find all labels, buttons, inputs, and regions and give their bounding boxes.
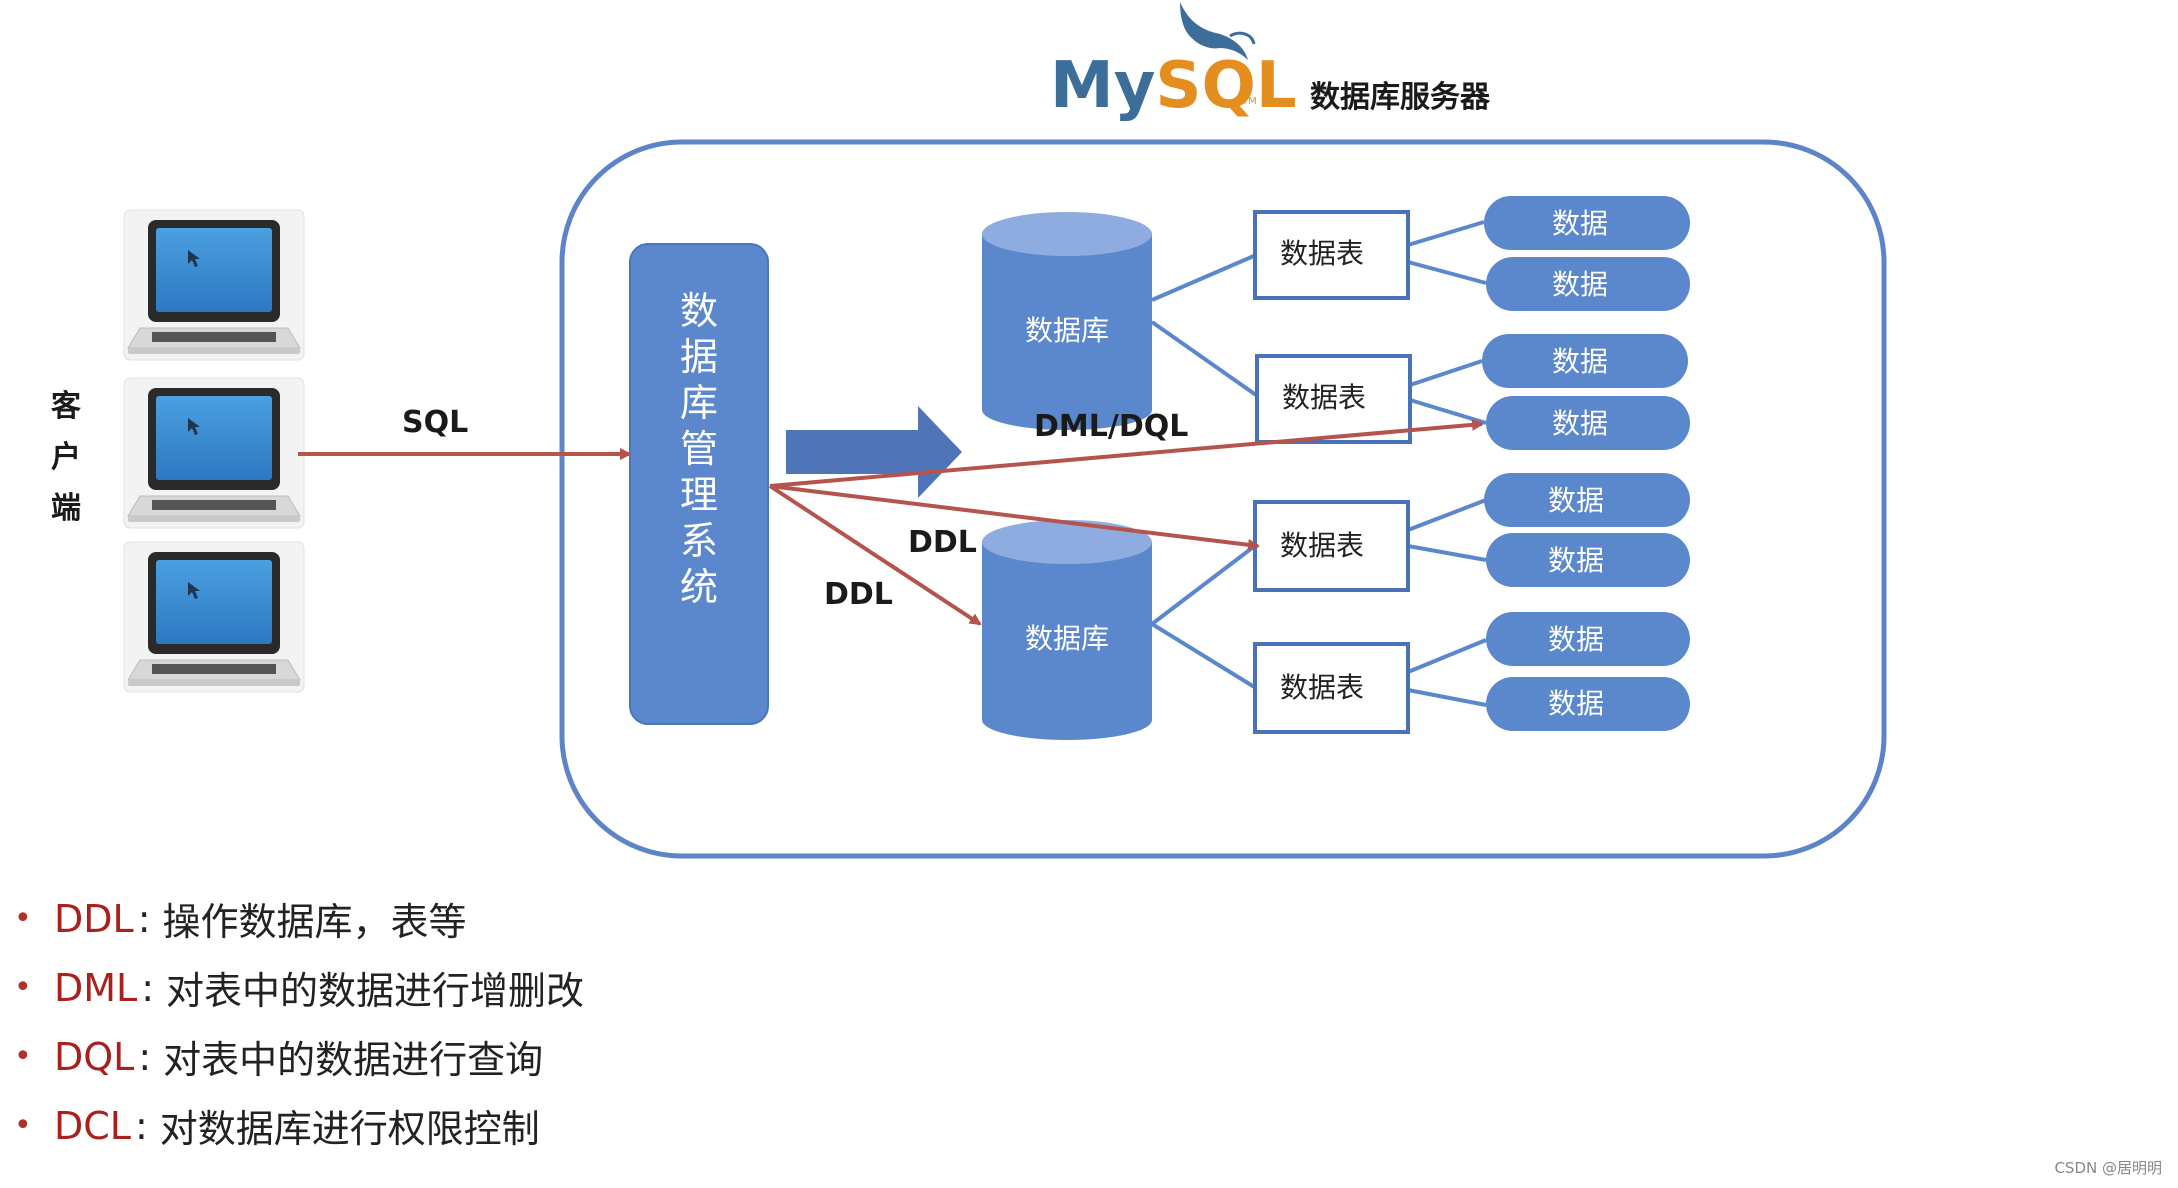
bullet-term: DML (54, 965, 138, 1010)
watermark: CSDN @居明明 (2054, 1159, 2162, 1177)
data-pill (1486, 533, 1690, 587)
bullet-icon: • (14, 901, 32, 936)
ddl-label: DDL (824, 577, 893, 612)
data-pill (1486, 677, 1690, 731)
mysql-logo-text: MySQL (1050, 49, 1297, 123)
list-item: • DCL:对数据库进行权限控制 (14, 1091, 584, 1160)
ddl-label: DDL (908, 525, 977, 560)
sql-label: SQL (402, 405, 468, 440)
bullet-term: DCL (54, 1103, 131, 1148)
data-label: 数据 (1548, 687, 1604, 720)
data-label: 数据 (1552, 345, 1608, 378)
client-label-char: 客 (51, 389, 81, 424)
data-label: 数据 (1552, 268, 1608, 301)
bullet-icon: • (14, 1108, 32, 1143)
database-cylinder (982, 212, 1152, 430)
sql-category-list: • DDL:操作数据库，表等 • DML:对表中的数据进行增删改 • DQL:对… (14, 884, 584, 1160)
dbms-char: 管 (680, 427, 718, 471)
database-label: 数据库 (1025, 622, 1109, 655)
dml-dql-arrow (769, 418, 1484, 488)
data-label: 数据 (1548, 623, 1604, 656)
bullet-icon: • (14, 1039, 32, 1074)
data-pill (1486, 257, 1690, 311)
data-pill (1482, 334, 1688, 388)
laptop-icon (123, 541, 305, 693)
bullet-term: DQL (54, 1034, 135, 1079)
list-item: • DML:对表中的数据进行增删改 (14, 953, 584, 1022)
data-label: 数据 (1548, 484, 1604, 517)
bullet-desc: 对表中的数据进行增删改 (166, 969, 585, 1013)
table-label: 数据表 (1282, 381, 1366, 414)
table-box (1253, 210, 1410, 300)
database-label: 数据库 (1025, 314, 1109, 347)
data-pill (1484, 473, 1690, 527)
data-label: 数据 (1548, 544, 1604, 577)
list-item: • DDL:操作数据库，表等 (14, 884, 584, 953)
dbms-bar (629, 243, 769, 725)
database-cylinder (982, 520, 1152, 740)
data-pill (1486, 396, 1690, 450)
database-server-container (559, 139, 1887, 859)
list-item: • DQL:对表中的数据进行查询 (14, 1022, 584, 1091)
bullet-desc: 对表中的数据进行查询 (163, 1038, 544, 1082)
laptop-icon (123, 209, 305, 361)
data-pill (1484, 196, 1690, 250)
dml-dql-label: DML/DQL (1034, 409, 1188, 444)
bullet-term: DDL (54, 896, 134, 941)
dbms-char: 库 (680, 381, 718, 425)
dbms-char: 数 (680, 289, 718, 333)
table-box (1255, 354, 1412, 444)
data-label: 数据 (1552, 207, 1608, 240)
bullet-desc: 操作数据库，表等 (162, 900, 467, 944)
mysql-logo: MySQL TM (1050, 2, 1297, 123)
client-label-char: 户 (51, 440, 81, 475)
bullet-icon: • (14, 970, 32, 1005)
ddl-table-arrow (769, 484, 1260, 551)
svg-text:TM: TM (1241, 96, 1257, 107)
dbms-char: 统 (680, 565, 718, 609)
table-label: 数据表 (1280, 671, 1364, 704)
server-label: 数据库服务器 (1310, 80, 1491, 115)
client-label-char: 端 (51, 491, 81, 526)
data-pill (1486, 612, 1690, 666)
bullet-desc: 对数据库进行权限控制 (159, 1107, 540, 1151)
dbms-char: 据 (680, 335, 718, 379)
table-label: 数据表 (1280, 237, 1364, 270)
ddl-database-arrow (768, 484, 982, 626)
dbms-char: 系 (680, 519, 718, 563)
table-box (1253, 642, 1410, 734)
connector-lines (1150, 220, 1487, 707)
laptop-icon (123, 377, 305, 529)
dbms-char: 理 (680, 473, 718, 517)
table-label: 数据表 (1280, 529, 1364, 562)
table-box (1253, 500, 1410, 592)
data-label: 数据 (1552, 407, 1608, 440)
